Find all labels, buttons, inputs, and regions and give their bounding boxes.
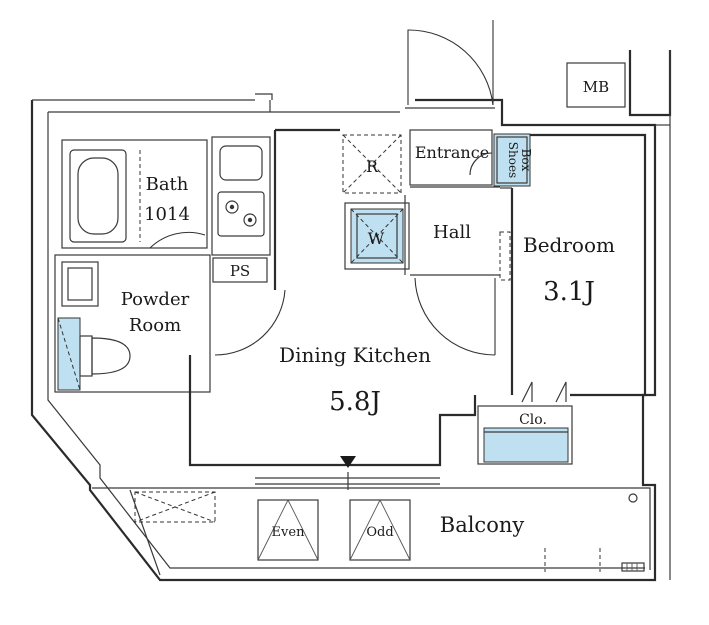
drain-grate	[621, 562, 645, 572]
hall-label: Hall	[433, 222, 471, 243]
ps-label: PS	[230, 262, 250, 280]
building-shell	[30, 50, 672, 582]
dining-kitchen-label: Dining Kitchen	[279, 343, 431, 367]
closet-label: Clo.	[519, 412, 547, 428]
bedroom-size: 3.1J	[543, 277, 595, 307]
entrance-label: Entrance	[415, 143, 489, 162]
dining-kitchen: Dining Kitchen 5.8J	[188, 128, 477, 490]
powder-room-label-1: Powder	[121, 289, 190, 310]
bathroom: Bath 1014	[61, 139, 208, 249]
closet: Clo.	[477, 405, 573, 465]
kitchen-counter	[211, 136, 271, 256]
bedroom: Bedroom 3.1J	[499, 133, 647, 403]
sink-icon	[219, 145, 263, 181]
refrigerator-label: R	[366, 157, 379, 176]
bath-label: Bath	[146, 174, 189, 195]
odd-label: Odd	[366, 525, 393, 540]
meter-box: MB	[566, 62, 626, 108]
shoes-box: Shoes Box	[493, 133, 533, 187]
hall: Hall	[410, 186, 500, 356]
bedroom-label: Bedroom	[523, 233, 615, 257]
balcony: Even Odd Balcony	[92, 487, 651, 576]
even-label: Even	[272, 525, 306, 540]
balcony-label: Balcony	[440, 513, 525, 537]
odd-unit: Odd	[349, 499, 411, 561]
powder-room: Powder Room	[54, 254, 286, 393]
bath-size: 1014	[144, 204, 190, 225]
washbasin-icon	[61, 261, 99, 307]
powder-room-label-2: Room	[129, 315, 181, 336]
mb-label: MB	[583, 78, 609, 96]
toilet-icon	[57, 317, 131, 391]
washer-label: W	[368, 229, 385, 248]
washer-space: W	[344, 202, 410, 270]
shoes-box-label-1: Shoes	[506, 142, 520, 178]
dining-kitchen-size: 5.8J	[329, 387, 381, 417]
entrance: Entrance	[409, 129, 493, 186]
pipe-space: PS	[212, 257, 268, 283]
north-arrow-icon	[340, 456, 356, 468]
shoes-box-label-2: Box	[519, 149, 533, 172]
air-conditioner-unit	[134, 491, 216, 523]
bathtub-icon	[69, 149, 127, 243]
even-unit: Even	[257, 499, 319, 561]
refrigerator-space: R	[342, 134, 402, 194]
entrance-door[interactable]	[405, 20, 495, 109]
stove-icon	[217, 191, 265, 237]
